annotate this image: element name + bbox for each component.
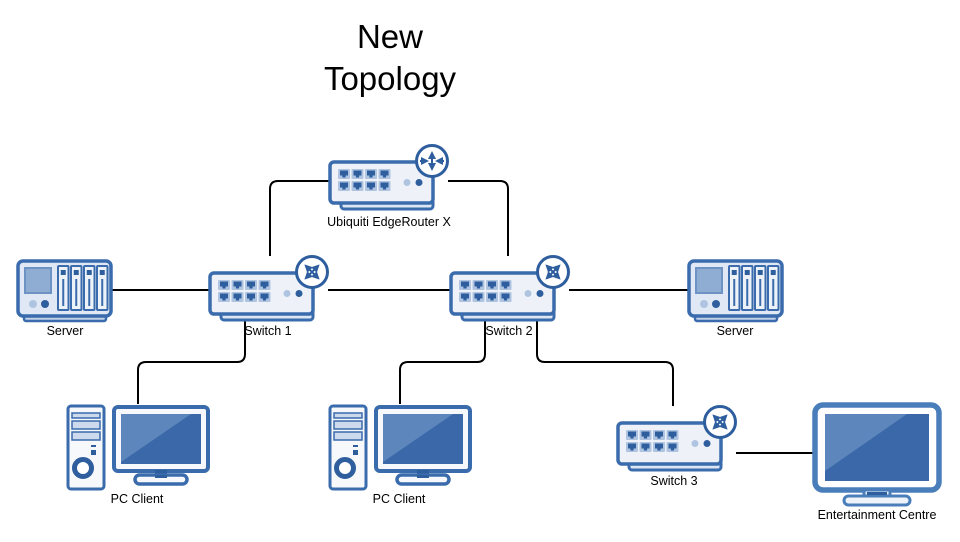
node-server-left[interactable] xyxy=(16,259,116,325)
node-pc2-tower[interactable] xyxy=(328,404,368,492)
edge-router-switch1[interactable] xyxy=(269,180,329,256)
tv-icon xyxy=(815,405,939,505)
diagram-title: New Topology xyxy=(324,16,456,100)
node-server-right[interactable] xyxy=(687,259,787,325)
monitor-icon xyxy=(112,405,210,486)
server-icon xyxy=(687,259,784,323)
title-line-2: Topology xyxy=(323,60,457,97)
node-label-switch1: Switch 1 xyxy=(244,324,292,338)
node-entertainment[interactable] xyxy=(811,401,943,509)
router-arrows-icon xyxy=(417,146,448,177)
server-icon xyxy=(16,259,113,323)
switch-crossed-arrows-icon xyxy=(705,407,736,438)
node-pc1-tower[interactable] xyxy=(66,404,106,492)
node-pc2-monitor[interactable] xyxy=(373,404,473,488)
node-label-entertainment: Entertainment Centre xyxy=(817,508,937,522)
pc-tower-icon xyxy=(330,406,366,489)
title-line-1: New xyxy=(356,18,424,55)
edge-router-switch2[interactable] xyxy=(448,180,509,256)
monitor-icon xyxy=(374,405,472,486)
node-label-switch3: Switch 3 xyxy=(650,474,698,488)
node-label-switch2: Switch 2 xyxy=(485,324,533,338)
edge-switch2-pc2[interactable] xyxy=(399,321,486,404)
node-edgerouter[interactable] xyxy=(327,144,461,226)
switch-crossed-arrows-icon xyxy=(297,257,328,288)
node-label-edgerouter: Ubiquiti EdgeRouter X xyxy=(327,215,451,229)
switch-crossed-arrows-icon xyxy=(538,257,569,288)
pc-tower-icon xyxy=(68,406,104,489)
edge-switch1-pc1[interactable] xyxy=(137,321,246,404)
edge-switch2-switch3[interactable] xyxy=(536,321,674,406)
node-label-server-right: Server xyxy=(716,324,754,338)
node-label-pc2: PC Client xyxy=(372,492,426,506)
node-label-pc1: PC Client xyxy=(110,492,164,506)
node-label-server-left: Server xyxy=(46,324,84,338)
node-pc1-monitor[interactable] xyxy=(111,404,211,488)
